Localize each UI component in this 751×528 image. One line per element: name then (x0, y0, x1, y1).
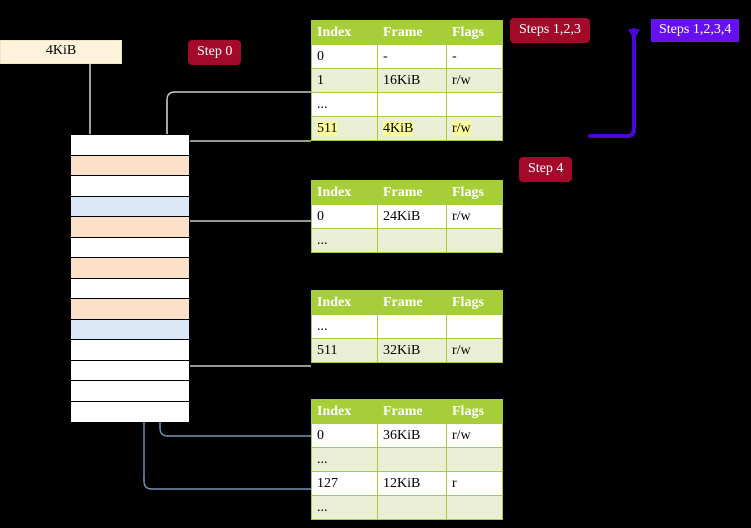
table-row[interactable]: ... (311, 92, 503, 117)
table-cell (377, 228, 447, 253)
column-header-flags: Flags (446, 290, 503, 315)
column-header-flags: Flags (446, 20, 503, 45)
table-cell: ... (311, 447, 378, 472)
table-cell: 4KiB (377, 116, 447, 141)
table-cell: 36KiB (377, 423, 447, 448)
table-cell: 1 (311, 68, 378, 93)
table-cell: r (446, 471, 503, 496)
table-cell: ... (311, 228, 378, 253)
table-row[interactable]: ... (311, 314, 503, 339)
column-header-index: Index (311, 20, 378, 45)
table-cell (377, 447, 447, 472)
memory-frame-row[interactable] (71, 196, 189, 217)
memory-frame-row[interactable] (71, 340, 189, 361)
physical-memory-column (70, 134, 190, 422)
steps-123-badge: Steps 1,2,3 (511, 19, 589, 42)
table-cell: ... (311, 495, 378, 520)
table-row[interactable]: ... (311, 495, 503, 520)
table-cell: 511 (311, 116, 378, 141)
table-cell: 16KiB (377, 68, 447, 93)
table-cell (446, 92, 503, 117)
table-row[interactable]: 511 4KiB r/w (311, 116, 503, 141)
table-row[interactable]: ... (311, 447, 503, 472)
table-cell: ... (311, 92, 378, 117)
memory-frame-row[interactable] (71, 135, 189, 156)
table-cell: - (377, 44, 447, 69)
memory-frame-row[interactable] (71, 278, 189, 299)
table-cell: r/w (446, 68, 503, 93)
table-cell (446, 228, 503, 253)
memory-frame-row[interactable] (71, 237, 189, 258)
memory-frame-row[interactable] (71, 401, 189, 422)
table-cell (446, 314, 503, 339)
highlighted-value: r/w (452, 120, 471, 136)
column-header-frame: Frame (377, 290, 447, 315)
table-cell: 24KiB (377, 204, 447, 229)
table-row[interactable]: 0-- (311, 44, 503, 69)
table-cell: 511 (311, 338, 378, 363)
wire-pdpt-0-to-memory (181, 154, 311, 227)
table-row[interactable]: ... (311, 228, 503, 253)
table-cell: - (446, 44, 503, 69)
table-cell: 0 (311, 204, 378, 229)
column-header-index: Index (311, 290, 378, 315)
table-cell: ... (311, 314, 378, 339)
memory-size-label: 4KiB (0, 40, 122, 64)
steps-1234-arrow (588, 28, 640, 138)
memory-frame-row[interactable] (71, 217, 189, 238)
highlighted-value: 4KiB (383, 120, 414, 136)
highlighted-value: 511 (317, 120, 338, 136)
table-cell: 0 (311, 44, 378, 69)
column-header-index: Index (311, 399, 378, 424)
table-cell: r/w (446, 116, 503, 141)
step-0-badge: Step 0 (189, 41, 241, 64)
table-cell: r/w (446, 204, 503, 229)
steps-1234-badge: Steps 1,2,3,4 (651, 19, 740, 42)
table-cell: 32KiB (377, 338, 447, 363)
memory-frame-row[interactable] (71, 319, 189, 340)
table-cell (377, 92, 447, 117)
wire-pd-511-to-memory (173, 307, 311, 367)
table-cell: r/w (446, 338, 503, 363)
memory-frame-row[interactable] (71, 299, 189, 320)
table-cell: 127 (311, 471, 378, 496)
memory-frame-row[interactable] (71, 381, 189, 402)
column-header-flags: Flags (446, 399, 503, 424)
table-cell (446, 447, 503, 472)
table-cell (446, 495, 503, 520)
memory-frame-row[interactable] (71, 258, 189, 279)
column-header-frame: Frame (377, 399, 447, 424)
column-header-frame: Frame (377, 20, 447, 45)
table-cell (377, 314, 447, 339)
column-header-frame: Frame (377, 180, 447, 205)
step-4-badge: Step 4 (520, 158, 572, 181)
memory-frame-row[interactable] (71, 176, 189, 197)
table-cell: r/w (446, 423, 503, 448)
memory-frame-row[interactable] (71, 155, 189, 176)
table-cell: 0 (311, 423, 378, 448)
table-cell (377, 495, 447, 520)
column-header-flags: Flags (446, 180, 503, 205)
column-header-index: Index (311, 180, 378, 205)
table-cell: 12KiB (377, 471, 447, 496)
memory-frame-row[interactable] (71, 360, 189, 381)
